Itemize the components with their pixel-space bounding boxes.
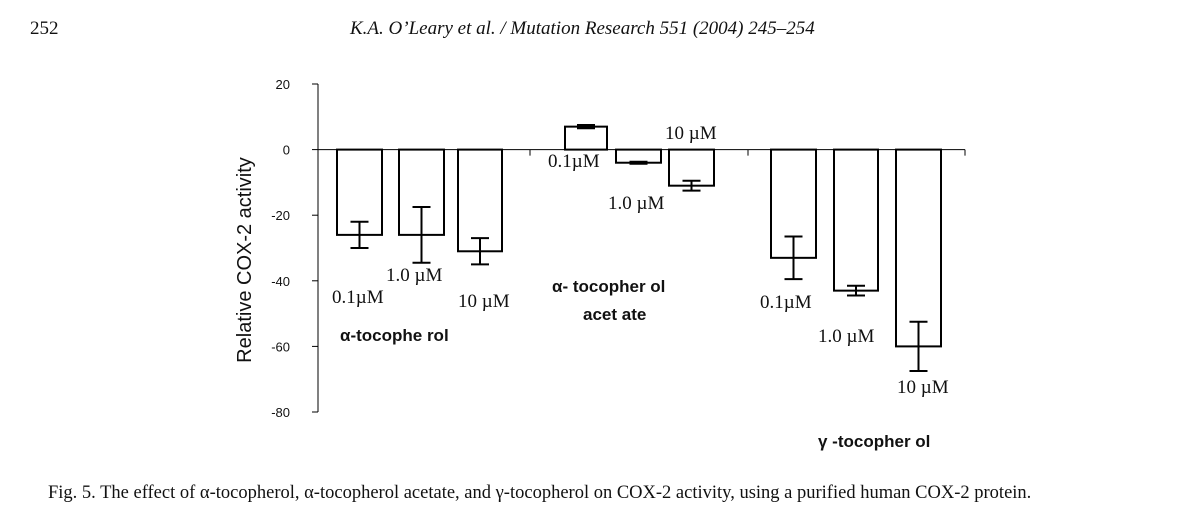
y-tick-label: -60 — [271, 339, 290, 354]
labels: 0.1µM 1.0 µM 10 µM α-tocophe rol 0.1µM 1… — [234, 123, 949, 451]
bar-acetate-0 — [564, 125, 608, 151]
bar-label-acetate-0.1: 0.1µM — [548, 151, 600, 172]
group-label-alpha: α-tocophe rol — [340, 326, 449, 345]
page-number: 252 — [30, 18, 59, 39]
figure-caption: Fig. 5. The effect of α-tocopherol, α-to… — [48, 483, 1032, 503]
running-header: K.A. O’Leary et al. / Mutation Research … — [350, 18, 815, 39]
bar-label-alpha-0.1: 0.1µM — [332, 287, 384, 308]
bar-label-gamma-1.0: 1.0 µM — [818, 326, 874, 347]
bar-chart: 20 0 -20 -40 -60 -80 0.1µM 1.0 µM 10 µM α-toc… — [234, 77, 966, 451]
axes: 20 0 -20 -40 -60 -80 — [271, 77, 966, 420]
bar-alpha-2 — [457, 148, 503, 253]
bar-label-acetate-1.0: 1.0 µM — [608, 193, 664, 214]
bar-label-alpha-1.0: 1.0 µM — [386, 265, 442, 286]
group-label-acetate-line2: acet ate — [583, 305, 646, 324]
group-label-gamma: γ -tocopher ol — [818, 432, 930, 451]
y-tick-label: -20 — [271, 208, 290, 223]
bar-label-gamma-0.1: 0.1µM — [760, 292, 812, 313]
bar-label-alpha-10: 10 µM — [458, 291, 510, 312]
y-tick-label: 0 — [283, 143, 290, 158]
bar-label-gamma-10: 10 µM — [897, 377, 949, 398]
y-tick-label: -40 — [271, 274, 290, 289]
bar-alpha-0 — [336, 148, 383, 236]
y-axis-label: Relative COX-2 activity — [234, 157, 256, 363]
bars — [336, 124, 942, 372]
bar-label-acetate-10: 10 µM — [665, 123, 717, 144]
group-label-acetate-line1: α- tocopher ol — [552, 277, 665, 296]
y-tick-label: -80 — [271, 405, 290, 420]
bar-gamma-2 — [895, 148, 942, 348]
bar-gamma-1 — [833, 148, 879, 292]
y-tick-label: 20 — [276, 77, 290, 92]
